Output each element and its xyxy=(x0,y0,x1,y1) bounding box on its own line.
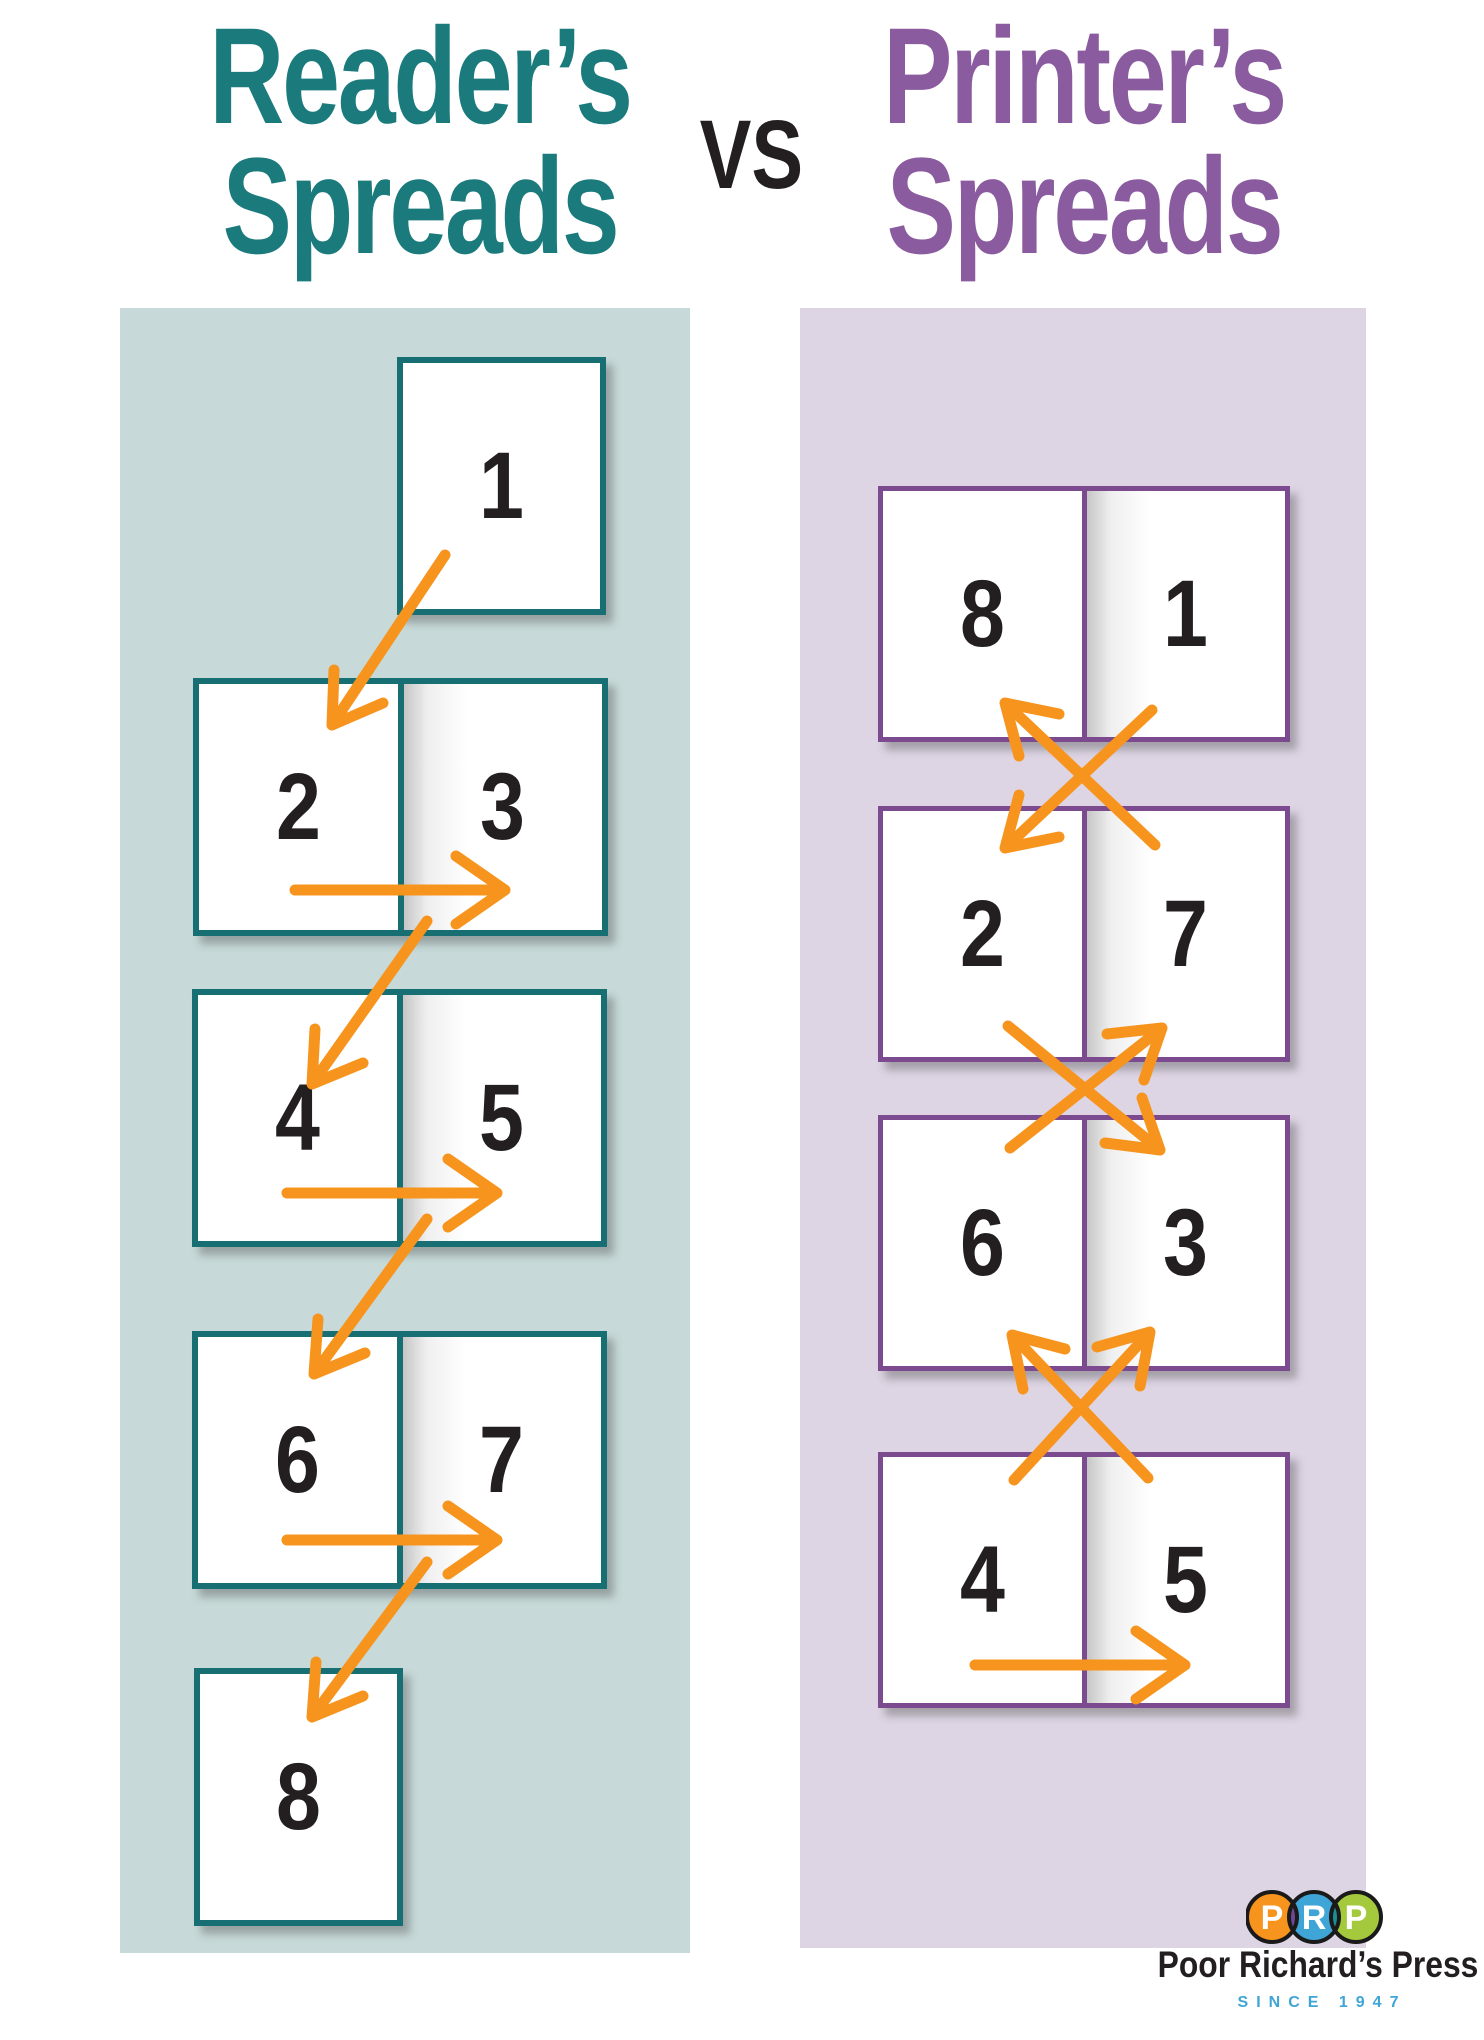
page-right: 1 xyxy=(1081,491,1285,737)
page-right: 5 xyxy=(1081,1457,1285,1703)
page-left: 6 xyxy=(883,1120,1082,1366)
page-right: 3 xyxy=(397,684,602,930)
logo-company-name: Poor Richard’s Press xyxy=(1157,1944,1479,1985)
printers-spread-2-7: 2 7 xyxy=(878,806,1290,1062)
page-left: 2 xyxy=(883,811,1082,1057)
page-number: 1 xyxy=(479,432,524,539)
readers-spread-4-5: 4 5 xyxy=(192,989,607,1247)
page-right: 3 xyxy=(1081,1120,1285,1366)
printers-spread-8-1: 8 1 xyxy=(878,486,1290,742)
page-number: 3 xyxy=(480,753,526,860)
vs-label: VS xyxy=(699,100,804,209)
printers-spread-4-5: 4 5 xyxy=(878,1452,1290,1708)
logo-circle-green xyxy=(1331,1892,1381,1942)
page-number: 5 xyxy=(1163,1526,1209,1633)
readers-spread-2-3: 2 3 xyxy=(193,678,608,936)
page-number: 5 xyxy=(479,1064,525,1171)
logo-letter-r: R xyxy=(1302,1899,1327,1937)
readers-title-line1: Reader’s xyxy=(209,0,633,153)
page-right: 7 xyxy=(396,1337,601,1583)
readers-spread-6-7: 6 7 xyxy=(192,1331,607,1589)
readers-page-1: 1 xyxy=(397,357,606,615)
printers-spread-6-3: 6 3 xyxy=(878,1115,1290,1371)
printers-title: Printer’s Spreads xyxy=(754,0,1414,283)
page-number: 8 xyxy=(276,1743,321,1850)
page-number: 6 xyxy=(274,1406,320,1513)
readers-title-line2: Spreads xyxy=(222,130,620,283)
page-left: 4 xyxy=(883,1457,1082,1703)
logo-circle-blue xyxy=(1289,1892,1339,1942)
page-number: 8 xyxy=(959,560,1005,667)
page-number: 4 xyxy=(959,1526,1005,1633)
readers-title: Reader’s Spreads xyxy=(90,0,750,283)
page-number: 6 xyxy=(959,1189,1005,1296)
page-number: 2 xyxy=(275,753,321,860)
readers-page-8: 8 xyxy=(194,1668,403,1926)
logo-letter-p2: P xyxy=(1345,1899,1368,1937)
page-right: 5 xyxy=(396,995,601,1241)
page-number: 4 xyxy=(274,1064,320,1171)
page-right: 7 xyxy=(1081,811,1285,1057)
logo-circle-orange xyxy=(1247,1892,1297,1942)
page-number: 7 xyxy=(479,1406,525,1513)
page-left: 4 xyxy=(198,995,397,1241)
prp-logo-icon: P R P xyxy=(1246,1890,1383,1944)
page-number: 2 xyxy=(959,880,1005,987)
page-left: 2 xyxy=(199,684,398,930)
page-number: 3 xyxy=(1163,1189,1209,1296)
printers-title-line1: Printer’s xyxy=(883,0,1287,153)
page-left: 6 xyxy=(198,1337,397,1583)
page-number: 7 xyxy=(1163,880,1209,987)
page-left: 8 xyxy=(883,491,1082,737)
logo-text-block: Poor Richard’s Press SINCE 1947 xyxy=(1128,1944,1484,2012)
logo-letter-p1: P xyxy=(1261,1899,1284,1937)
page-number: 1 xyxy=(1163,560,1209,667)
printers-title-line2: Spreads xyxy=(886,130,1284,283)
logo-tagline: SINCE 1947 xyxy=(1237,1994,1407,2011)
